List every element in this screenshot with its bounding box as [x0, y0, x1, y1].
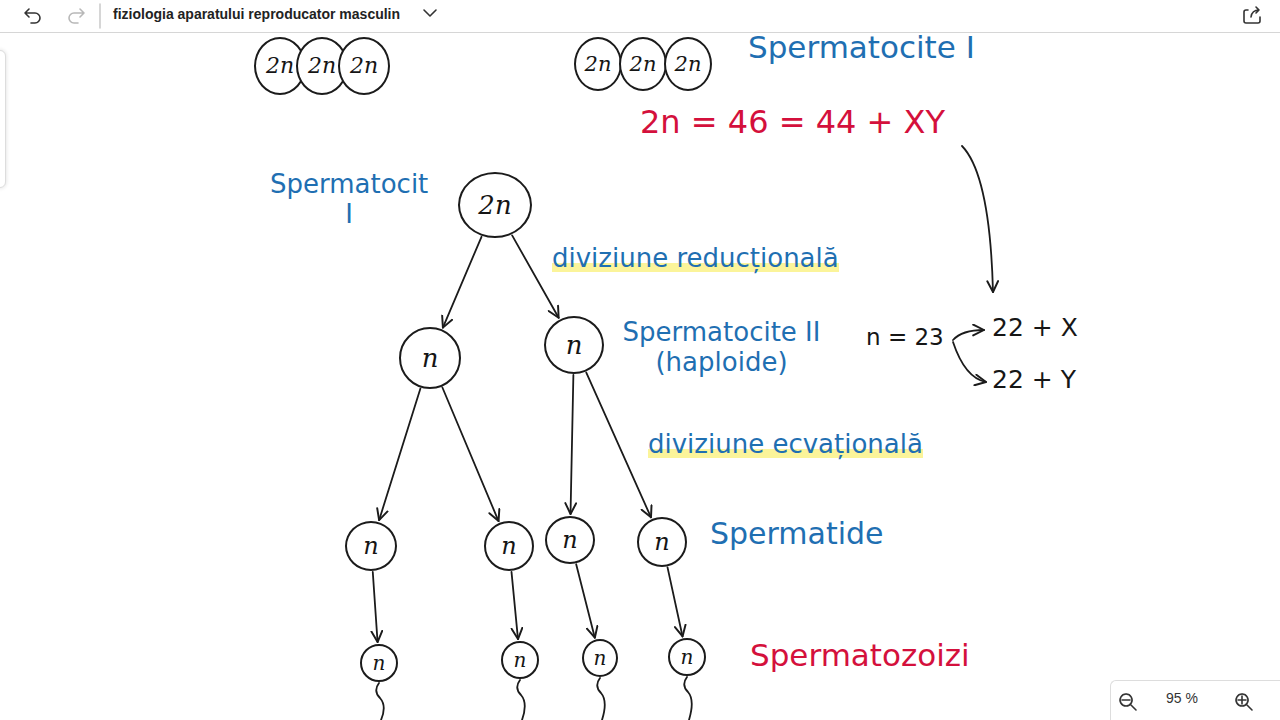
separator [99, 4, 101, 28]
division-arrow [576, 564, 595, 637]
formula-label: 22 + X [992, 314, 1078, 343]
ploidy-text: 2n [308, 55, 336, 77]
ploidy-text: 2n [630, 54, 657, 75]
cell-circle: 2n [574, 37, 622, 91]
curved-arrow [962, 146, 993, 292]
redo-icon [69, 9, 84, 23]
cell-circle: 2n [338, 37, 390, 95]
formula-label: 2n = 46 = 44 + XY [640, 104, 945, 141]
cell-circle: n [360, 644, 398, 682]
cell-circle: 2n [458, 172, 532, 238]
split-arrow [953, 330, 984, 340]
chevron-icon [424, 10, 436, 16]
ploidy-text: n [501, 534, 516, 558]
formula-label: n = 23 [866, 324, 944, 350]
ploidy-text: n [594, 648, 607, 668]
side-panel-tab [0, 50, 6, 188]
split-arrow [953, 342, 986, 382]
division-arrow [373, 572, 378, 642]
stage-label: Spermatocit I [270, 170, 428, 230]
stage-label: Spermatocite II (haploide) [614, 318, 829, 378]
cell-circle: n [668, 638, 706, 676]
division-arrow [443, 237, 482, 328]
cell-circle: n [399, 327, 461, 389]
cell-circle: n [545, 516, 595, 564]
ploidy-text: 2n [585, 54, 612, 75]
stage-label: Spermatozoizi [750, 638, 970, 674]
sperm-tail [684, 677, 692, 720]
ploidy-text: n [422, 345, 439, 371]
ploidy-text: 2n [675, 54, 702, 75]
ploidy-text: 2n [266, 55, 294, 77]
ploidy-text: 2n [478, 192, 511, 218]
division-arrow [571, 375, 574, 514]
ploidy-text: n [514, 650, 527, 670]
ploidy-text: n [363, 534, 378, 558]
stage-label: Spermatide [710, 517, 884, 552]
ploidy-text: n [654, 530, 669, 554]
ploidy-text: 2n [350, 55, 378, 77]
division-label: diviziune ecvațională [648, 430, 923, 460]
cell-circle: n [501, 641, 539, 679]
division-label: diviziune reducțională [552, 244, 839, 274]
ploidy-text: n [562, 528, 577, 552]
cell-circle: 2n [619, 37, 667, 91]
cell-circle: n [345, 521, 397, 571]
document-title: fiziologia aparatului reproducator mascu… [113, 6, 400, 22]
formula-label: 22 + Y [992, 366, 1076, 395]
share-icon [1244, 7, 1260, 23]
cell-circle: n [544, 316, 604, 374]
sperm-tail [517, 680, 525, 720]
stage-label: Spermatocite I [748, 30, 975, 66]
division-arrow [511, 572, 517, 639]
zoom-level: 95 % [1166, 690, 1198, 706]
undo-icon [25, 9, 40, 23]
cell-circle: n [484, 521, 534, 571]
division-arrow [379, 389, 420, 521]
sperm-tail [597, 678, 605, 720]
cell-circle: 2n [664, 37, 712, 91]
cell-circle: n [582, 639, 618, 677]
ploidy-text: n [373, 653, 386, 673]
cell-circle: n [637, 517, 687, 567]
sperm-tail [376, 683, 384, 720]
ploidy-text: n [566, 332, 583, 358]
division-arrow [442, 388, 498, 522]
division-arrow [668, 567, 683, 636]
division-arrow [586, 373, 651, 518]
ploidy-text: n [681, 647, 694, 667]
